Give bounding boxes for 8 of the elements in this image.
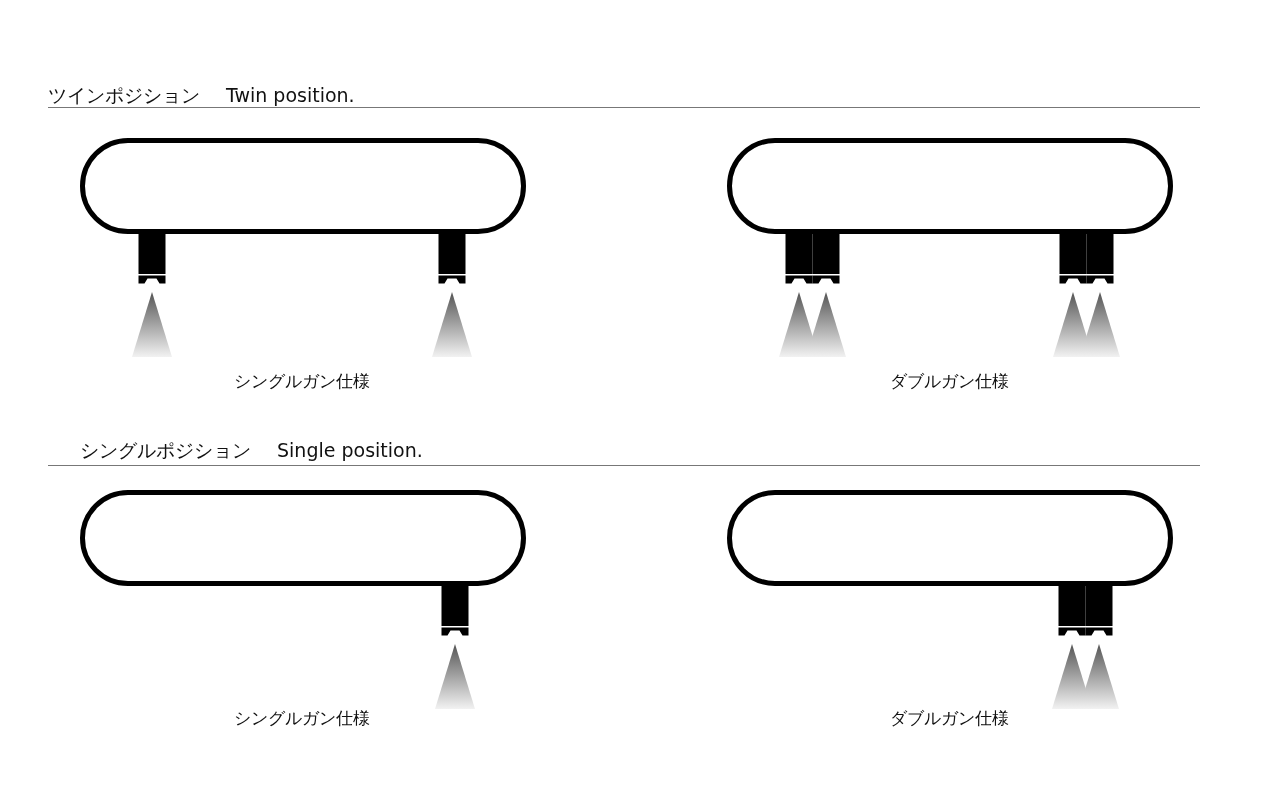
caption: シングルガン仕様: [234, 708, 370, 728]
caption: ダブルガン仕様: [889, 708, 1009, 728]
section-heading: Twin position.: [226, 84, 355, 106]
section-heading: シングルポジション: [80, 439, 251, 461]
caption: ダブルガン仕様: [889, 371, 1009, 391]
section-heading: Single position.: [277, 439, 423, 461]
section-heading: ツインポジション: [48, 84, 200, 106]
caption: シングルガン仕様: [234, 371, 370, 391]
